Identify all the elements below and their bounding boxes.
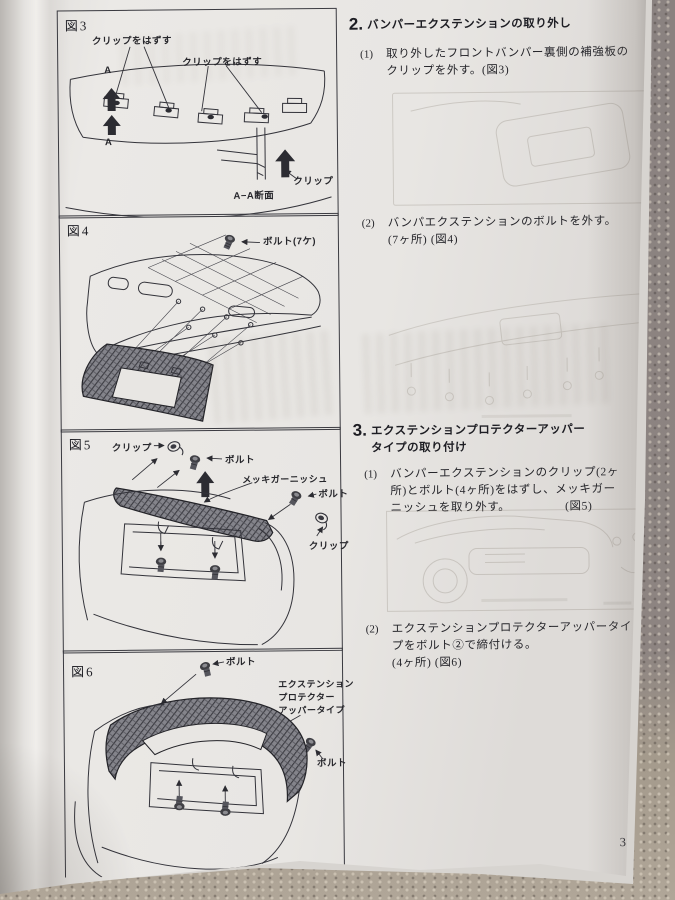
step-text-line: 所)とボルト(4ヶ所)をはずし、メッキガー xyxy=(390,483,616,498)
annotation-clip-top: クリップ xyxy=(111,442,152,455)
section-number: 3. xyxy=(352,420,368,440)
annotation-clip-right: クリップ xyxy=(308,540,349,553)
bleedthrough-diagram xyxy=(390,89,646,214)
leader-arrow-icon xyxy=(212,659,225,667)
section-title: バンパーエクステンションの取り外し xyxy=(366,17,572,32)
step-text-line: バンパエクステンションのボルトを外す。 xyxy=(387,215,617,230)
annotation-section-a-upper: A xyxy=(104,65,112,77)
annotation-bolt-right: ボルト xyxy=(318,488,349,501)
figure-label: 図3 xyxy=(64,18,89,34)
section-title-line: エクステンションプロテクターアッパー xyxy=(370,423,586,438)
thick-up-arrow-icon xyxy=(275,149,296,178)
annotation-garnish: メッキガーニッシュ xyxy=(242,473,328,485)
figure-4-drawing xyxy=(81,233,321,422)
step-text-line: バンパーエクステンションのクリップ(2ヶ xyxy=(390,466,620,481)
annotation-part-name-line2: プロテクター xyxy=(278,691,335,703)
step-number: (2) xyxy=(365,623,379,636)
thick-up-arrow-icon xyxy=(102,115,121,136)
step-text-line: (7ヶ所) (図4) xyxy=(387,233,459,247)
leader-arrow-icon xyxy=(241,238,260,246)
figure-box-5: 図5 クリップ ボルト メッキガーニッシュ ボルト クリップ xyxy=(60,426,349,654)
annotation-part-name-line1: エクステンション xyxy=(278,678,354,690)
figure-label: 図4 xyxy=(66,223,91,239)
figure-3-drawing xyxy=(65,46,332,218)
step-2-2: (2) バンパエクステンションのボルトを外す。 (7ヶ所) (図4) xyxy=(362,213,617,249)
leader-arrow-icon xyxy=(284,169,298,180)
step-number: (2) xyxy=(361,217,375,230)
annotation-bolt-top: ボルト xyxy=(225,656,257,668)
annotation-section-a-lower: A xyxy=(104,136,113,149)
figure-box-3: 図3 クリップをはずす クリップをはずす A A A−A断面 クリップ xyxy=(56,7,339,219)
figure-box-4: 図4 ボルト(7ケ) xyxy=(58,212,341,433)
annotation-bolt-right: ボルト xyxy=(316,757,348,770)
thick-up-arrow-icon xyxy=(196,471,215,498)
annotation-bolt-top: ボルト xyxy=(224,454,256,466)
garnish-strip-shape xyxy=(113,487,274,542)
annotation-bolt-7: ボルト(7ケ) xyxy=(262,236,317,248)
bleedthrough-smudge xyxy=(208,329,335,425)
section-number: 2. xyxy=(348,14,364,34)
bleedthrough-diagram xyxy=(380,263,646,428)
section-title-line: タイプの取り付け xyxy=(371,441,468,455)
paper-fold-crease xyxy=(0,0,70,894)
figure-label: 図5 xyxy=(68,437,93,453)
protector-upper-shape xyxy=(105,697,308,803)
figure-box-6: 図6 ボルト エクステンション プロテクター アッパータイプ ボルト xyxy=(62,647,354,878)
bleedthrough-smudge xyxy=(361,322,615,414)
figure-5-drawing xyxy=(78,439,331,646)
section-2-heading: 2. バンパーエクステンションの取り外し xyxy=(349,14,572,35)
paper-curl-shadow xyxy=(0,740,140,894)
annotation-part-name-line3: アッパータイプ xyxy=(278,704,345,716)
figure-6-drawing xyxy=(74,659,324,878)
step-number: (1) xyxy=(360,48,374,61)
figure-label: 図6 xyxy=(70,664,95,680)
section-3-heading: 3. エクステンションプロテクターアッパー タイプの取り付け xyxy=(353,419,586,457)
annotation-clip: クリップ xyxy=(293,175,334,188)
annotation-section-aa: A−A断面 xyxy=(233,190,275,202)
